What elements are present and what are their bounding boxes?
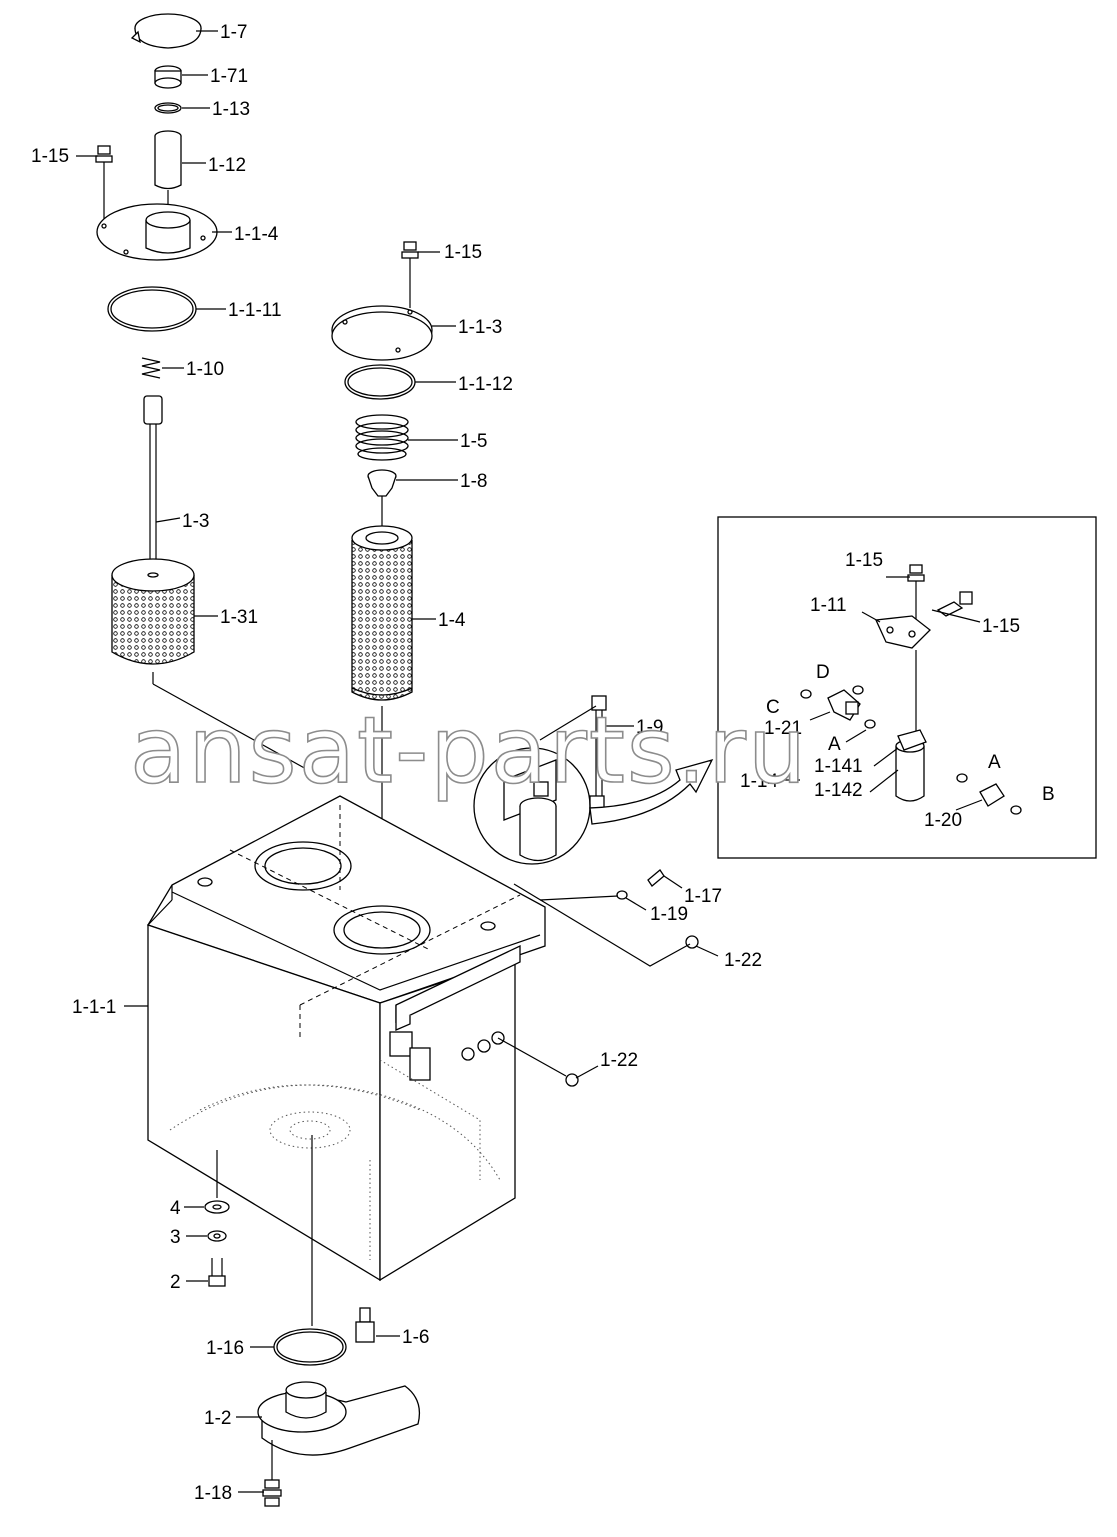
label-1-6: 1-6 xyxy=(402,1327,429,1348)
label-inset-D: D xyxy=(816,662,830,683)
label-1-7: 1-7 xyxy=(220,22,247,43)
label-1-9: 1-9 xyxy=(636,717,663,738)
part-o-ring xyxy=(107,286,197,332)
label-1-17: 1-17 xyxy=(684,886,722,907)
label-inset-A-1: A xyxy=(828,734,841,755)
label-1-22-a: 1-22 xyxy=(724,950,762,971)
part-bolt-2 xyxy=(208,1258,226,1287)
part-filter-element xyxy=(351,525,413,701)
label-inset-1-11: 1-11 xyxy=(810,595,847,616)
part-o-ring-mid xyxy=(344,364,416,400)
label-inset-1-15-b: 1-15 xyxy=(982,616,1020,637)
part-bolt-mid xyxy=(401,241,419,308)
part-spring xyxy=(141,357,161,379)
label-1-71: 1-71 xyxy=(210,66,248,87)
part-breather-nut xyxy=(154,65,182,89)
part-1-22-b xyxy=(565,1073,579,1087)
label-1-1-4: 1-1-4 xyxy=(234,224,279,245)
label-4: 4 xyxy=(170,1198,181,1219)
label-1-18: 1-18 xyxy=(194,1483,232,1504)
watermark-text: ansat-parts.ru xyxy=(130,697,808,804)
label-1-22-b: 1-22 xyxy=(600,1050,638,1071)
label-1-5: 1-5 xyxy=(460,431,487,452)
part-bypass-valve xyxy=(367,469,397,506)
inset-detail-panel xyxy=(717,516,1097,859)
leader-lines xyxy=(76,30,634,1493)
label-inset-1-15-a: 1-15 xyxy=(845,550,883,571)
label-inset-A-2: A xyxy=(988,752,1001,773)
part-return-spring xyxy=(355,414,409,461)
part-return-cover xyxy=(331,305,433,361)
part-cover-plate xyxy=(96,203,218,261)
label-1-12: 1-12 xyxy=(208,155,246,176)
label-1-4: 1-4 xyxy=(438,610,466,631)
part-strainer xyxy=(111,558,195,665)
part-hydraulic-tank xyxy=(147,795,546,1282)
part-drain-plug xyxy=(355,1307,375,1343)
arrow-to-inset xyxy=(589,758,714,825)
part-filler-tube xyxy=(154,130,182,190)
part-breather-cap xyxy=(130,13,202,49)
part-bolt xyxy=(95,145,113,224)
part-suction-pipe xyxy=(257,1381,421,1456)
label-inset-C: C xyxy=(766,697,780,718)
part-rod xyxy=(143,395,163,570)
label-1-8: 1-8 xyxy=(460,471,487,492)
part-1-19 xyxy=(616,890,628,900)
detail-callout-circle xyxy=(473,747,591,865)
label-inset-B: B xyxy=(1042,784,1055,805)
label-1-19: 1-19 xyxy=(650,904,688,925)
label-inset-1-142: 1-142 xyxy=(814,780,863,801)
label-3: 3 xyxy=(170,1227,181,1248)
part-washer-3 xyxy=(207,1230,227,1242)
label-inset-1-21: 1-21 xyxy=(764,718,802,739)
part-o-ring-bottom xyxy=(273,1328,347,1366)
part-level-switch xyxy=(539,695,607,809)
label-2: 2 xyxy=(170,1272,181,1293)
label-1-15-top: 1-15 xyxy=(31,146,69,167)
label-1-15-mid: 1-15 xyxy=(444,242,482,263)
part-washer-4 xyxy=(204,1200,230,1214)
part-1-17 xyxy=(647,869,683,889)
label-1-2: 1-2 xyxy=(204,1408,231,1429)
label-1-1-3: 1-1-3 xyxy=(458,317,502,338)
label-1-3: 1-3 xyxy=(182,511,209,532)
label-1-13: 1-13 xyxy=(212,99,250,120)
label-1-10: 1-10 xyxy=(186,359,224,380)
label-1-1-11: 1-1-11 xyxy=(228,300,282,321)
label-1-1-12: 1-1-12 xyxy=(458,374,513,395)
part-snap-ring xyxy=(154,102,182,114)
part-bolt-1-18 xyxy=(262,1440,282,1507)
label-1-16: 1-16 xyxy=(206,1338,244,1359)
part-labels: 1-7 1-71 1-13 1-15 1-12 1-1-4 1-1-11 1-1… xyxy=(31,22,1055,1504)
label-1-1-1: 1-1-1 xyxy=(72,997,116,1018)
label-inset-1-141: 1-141 xyxy=(814,756,863,777)
label-1-31: 1-31 xyxy=(220,607,258,628)
label-inset-1-20: 1-20 xyxy=(924,810,962,831)
label-inset-1-14: 1-14 xyxy=(740,771,778,792)
